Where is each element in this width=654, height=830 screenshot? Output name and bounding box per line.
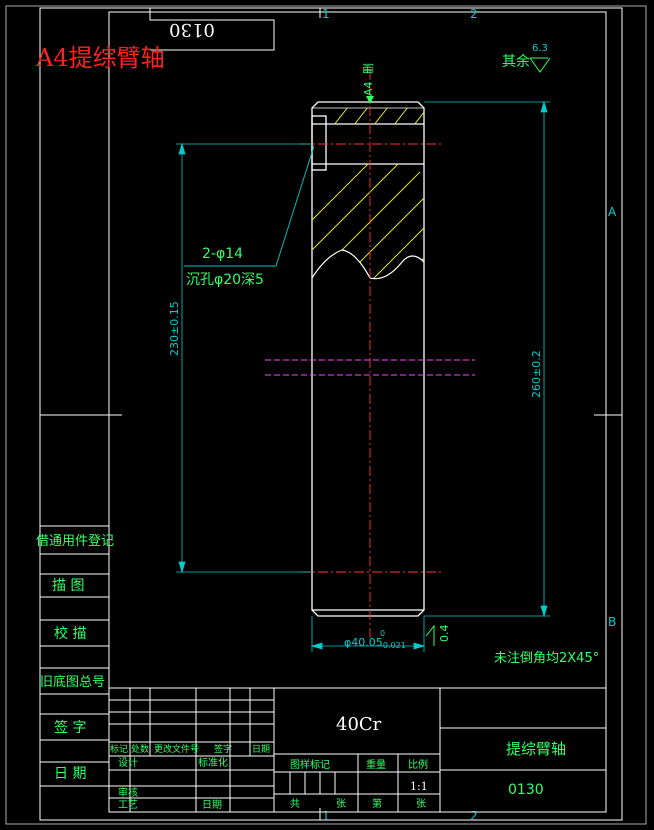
dim-diameter-main: φ40.05: [344, 636, 383, 649]
rev-header-2: 更改文件号: [154, 743, 199, 755]
tb-scale-value: 1:1: [410, 780, 428, 793]
tb-scale: 比例: [408, 758, 428, 771]
dim-260-label: 260±0.2: [530, 350, 543, 398]
rev-header-1: 处数: [131, 743, 149, 755]
registry-row-0: 描 图: [52, 578, 84, 594]
dim-230-label: 230±0.15: [168, 301, 181, 356]
tb-standardize: 标准化: [198, 756, 228, 769]
tb-total: 共: [290, 798, 300, 810]
registry-row-2: 旧底图总号: [40, 674, 105, 690]
centre-lines: [265, 70, 475, 640]
rev-header-3: 签字: [214, 743, 232, 755]
slot-label: A4: [362, 81, 375, 96]
tb-weight: 重量: [366, 758, 386, 771]
zone-marker-1-bottom: 1: [322, 809, 330, 823]
tb-date: 日期: [202, 799, 222, 811]
chamfer-note: 未注倒角均2X45°: [494, 651, 599, 666]
face-roughness-value: 0.4: [438, 625, 451, 643]
slot-label-suffix: 删: [362, 63, 375, 74]
roughness-callout: 其余 6.3: [502, 43, 551, 73]
zone-marker-1: 1: [322, 7, 330, 21]
dim-diameter-lower: -0.021: [380, 641, 406, 650]
red-title: A4提综臂轴: [35, 44, 165, 72]
tb-design: 设计: [118, 756, 138, 769]
roughness-prefix: 其余: [502, 53, 530, 70]
rev-header-4: 日期: [252, 744, 270, 755]
tb-review: 审核: [118, 786, 138, 799]
title-block-grid: [108, 687, 607, 813]
registry-row-4: 日 期: [54, 766, 86, 782]
dim-diameter-upper: 0: [380, 629, 385, 638]
face-roughness-icon: [425, 624, 435, 646]
zone-marker-b: B: [608, 615, 616, 629]
tb-sheet-no: 第: [372, 797, 382, 810]
left-registry-table: [40, 525, 109, 787]
roughness-value: 6.3: [532, 43, 548, 54]
rev-header-0: 标记: [110, 743, 128, 755]
tb-sheet-unit: 张: [416, 798, 426, 810]
face-roughness: 0.4: [425, 624, 451, 646]
zone-marker-2-bottom: 2: [470, 809, 478, 823]
hole-callout-line1: 2-φ14: [202, 246, 243, 262]
shaft-outline: [311, 101, 425, 617]
stamp-code: 0130: [169, 19, 215, 40]
zone-marker-2: 2: [470, 7, 478, 21]
tb-material: 40Cr: [336, 714, 382, 735]
section-hatch: [311, 108, 425, 280]
registry-row-3: 签 字: [54, 719, 86, 736]
hole-callout-line2: 沉孔φ20深5: [186, 272, 264, 288]
tb-stage-mark: 图样标记: [290, 758, 330, 771]
stamp-box: 0130: [149, 8, 275, 51]
tb-process: 工艺: [118, 799, 138, 811]
dim-230: [176, 142, 312, 574]
tb-part-name: 提综臂轴: [506, 740, 566, 758]
zone-marker-a: A: [608, 205, 617, 219]
registry-row-1: 校 描: [54, 625, 86, 642]
hole-callout: 2-φ14 沉孔φ20深5: [184, 145, 315, 288]
slot-callout: A4 删: [362, 63, 375, 104]
tb-drawing-no: 0130: [508, 782, 544, 798]
dim-260: [424, 100, 550, 618]
registry-header: 借通用件登记: [36, 534, 114, 549]
dim-diameter: [310, 616, 426, 652]
tb-sheets: 张: [336, 798, 346, 810]
roughness-icon: [529, 57, 551, 73]
